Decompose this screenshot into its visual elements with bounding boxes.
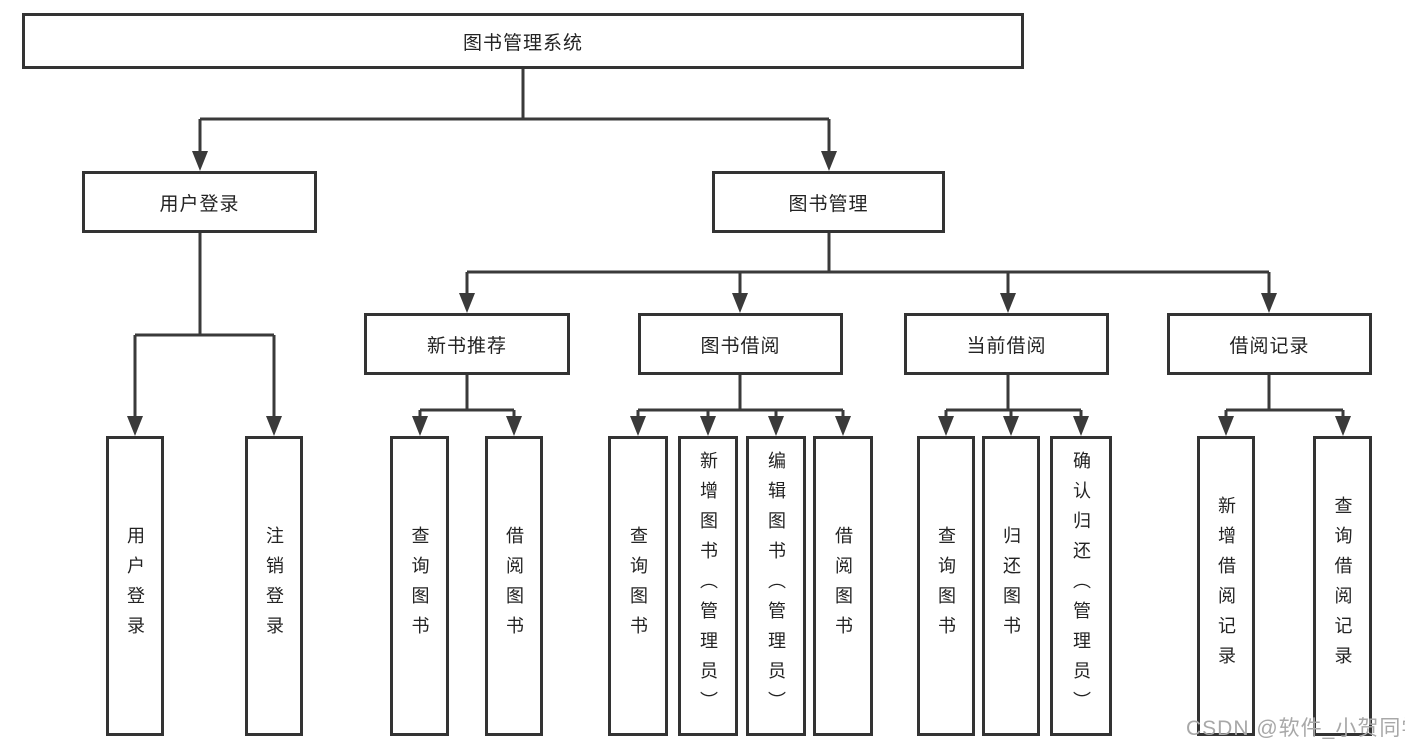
connector-mgmt-to-level3 (465, 233, 1271, 300)
node-label: 借阅记录 (1229, 335, 1310, 357)
arrowhead (732, 293, 748, 313)
leaf-label: 编辑图书（管理员） (766, 451, 786, 721)
arrowhead (938, 416, 954, 436)
arrowhead (768, 416, 784, 436)
arrowhead (821, 151, 837, 171)
node-book-borrow: 图书借阅 (638, 313, 843, 375)
arrowhead (1335, 416, 1351, 436)
node-label: 新书推荐 (426, 335, 507, 357)
connector-records-to-leaves (1224, 375, 1345, 423)
leaf-query-borrow-record: 查询借阅记录 (1313, 436, 1372, 736)
node-label: 图书借阅 (700, 335, 781, 357)
leaf-label: 确认归还（管理员） (1071, 451, 1091, 721)
node-current-borrow: 当前借阅 (904, 313, 1109, 375)
leaf-label: 借阅图书 (504, 526, 524, 646)
arrowhead (1073, 416, 1089, 436)
connector-root-to-level2 (198, 68, 831, 158)
connector-login-to-leaves (133, 233, 276, 423)
arrowhead (630, 416, 646, 436)
leaf-query-books-borrow: 查询图书 (608, 436, 668, 736)
connector-borrow-to-leaves (636, 375, 845, 423)
leaf-label: 归还图书 (1001, 526, 1021, 646)
leaf-label: 查询借阅记录 (1332, 496, 1353, 676)
leaf-label: 查询图书 (628, 526, 648, 646)
leaf-label: 查询图书 (936, 526, 956, 646)
connector-current-to-leaves (944, 375, 1083, 423)
leaf-label: 用户登录 (125, 526, 145, 646)
node-book-management: 图书管理 (712, 171, 945, 233)
arrowhead (1003, 416, 1019, 436)
csdn-watermark: CSDN @软件_小贺同学 (1186, 717, 1405, 740)
arrowhead (192, 151, 208, 171)
leaf-user-login: 用户登录 (106, 436, 164, 736)
leaf-return-book: 归还图书 (982, 436, 1040, 736)
leaf-label: 借阅图书 (833, 526, 853, 646)
leaf-logout: 注销登录 (245, 436, 303, 736)
arrowhead (1218, 416, 1234, 436)
node-borrow-records: 借阅记录 (1167, 313, 1372, 375)
arrowhead (266, 416, 282, 436)
node-library-system: 图书管理系统 (22, 13, 1024, 69)
leaf-label: 注销登录 (264, 526, 284, 646)
leaf-label: 新增借阅记录 (1216, 496, 1236, 676)
leaf-query-books-current: 查询图书 (917, 436, 975, 736)
leaf-confirm-return-admin: 确认归还（管理员） (1050, 436, 1112, 736)
node-label: 当前借阅 (966, 335, 1047, 357)
leaf-borrow-books-recommend: 借阅图书 (485, 436, 543, 736)
node-label: 用户登录 (159, 193, 240, 215)
leaf-edit-book-admin: 编辑图书（管理员） (746, 436, 806, 736)
leaf-label: 查询图书 (409, 526, 430, 646)
leaf-query-books-recommend: 查询图书 (390, 436, 449, 736)
connector-newbook-to-leaves (418, 375, 516, 423)
node-label: 图书管理 (788, 193, 869, 215)
arrowhead (459, 293, 475, 313)
node-label: 图书管理系统 (462, 32, 583, 54)
leaf-add-borrow-record: 新增借阅记录 (1197, 436, 1255, 736)
arrowhead (1261, 293, 1277, 313)
node-new-book-recommend: 新书推荐 (364, 313, 570, 375)
arrowhead (835, 416, 851, 436)
leaf-label: 新增图书（管理员） (698, 451, 718, 721)
leaf-borrow-books: 借阅图书 (813, 436, 873, 736)
leaf-add-book-admin: 新增图书（管理员） (678, 436, 738, 736)
arrowhead (506, 416, 522, 436)
arrowhead (412, 416, 428, 436)
arrowhead (127, 416, 143, 436)
arrowhead (700, 416, 716, 436)
arrowhead (1000, 293, 1016, 313)
node-user-login: 用户登录 (82, 171, 317, 233)
